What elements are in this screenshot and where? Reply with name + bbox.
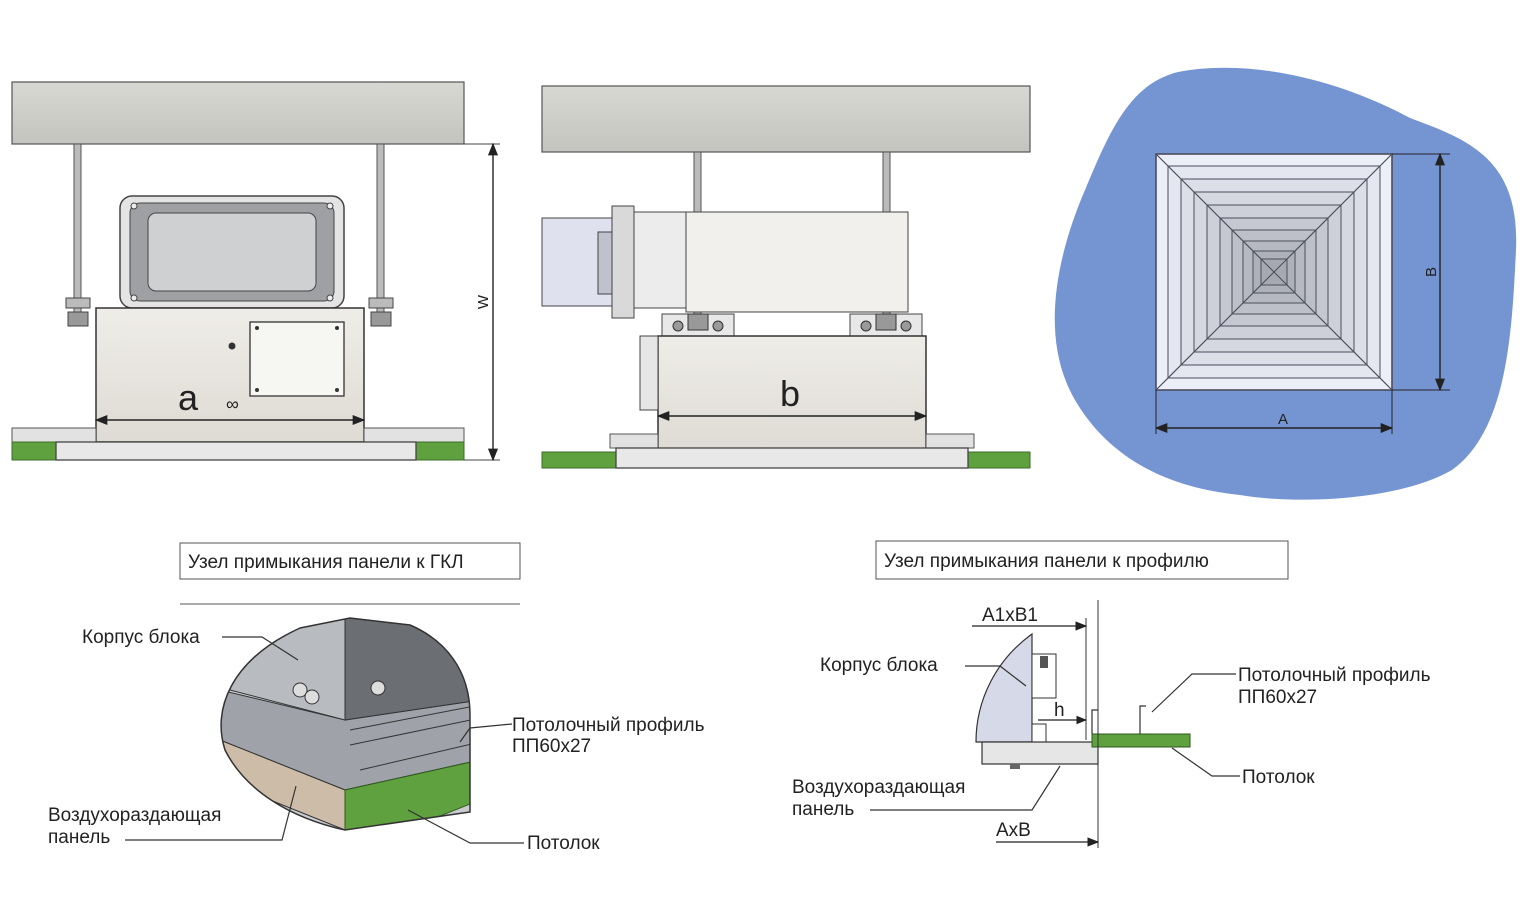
- profile-dim-axb: AxB: [996, 820, 1031, 841]
- front-duct-opening: [147, 212, 317, 292]
- gkl-label-profile-1: Потолочный профиль: [512, 715, 705, 736]
- front-ceiling-profile-right: [363, 427, 465, 443]
- grille-diagonal: [1155, 284, 1262, 391]
- profile-caption-box: [875, 540, 1289, 580]
- gkl-label-panel-1: Воздухораздающая: [48, 805, 221, 826]
- front-rod-right: [376, 143, 385, 320]
- gkl-label-body: Корпус блока: [82, 627, 200, 648]
- side-top-housing: [685, 211, 909, 313]
- front-connector-symbol: ∞: [226, 394, 239, 414]
- front-service-hatch: [249, 321, 345, 397]
- front-air-panel: [55, 441, 417, 461]
- profile-ceiling-green: [1091, 733, 1191, 748]
- grille-center-cross: [1260, 258, 1288, 286]
- grille-diagonal: [1286, 153, 1393, 260]
- profile-air-panel: [981, 741, 1099, 765]
- gkl-label-ceiling: Потолок: [527, 833, 600, 854]
- side-unit-body: [657, 335, 927, 451]
- side-duct-flange: [611, 205, 635, 319]
- profile-label-profile-1: Потолочный профиль: [1238, 665, 1431, 686]
- front-nut: [67, 311, 89, 327]
- side-ceiling-profile: [925, 433, 975, 449]
- top-grille: [1155, 153, 1393, 391]
- profile-dim-a1b1: A1xB1: [982, 605, 1038, 626]
- profile-label-panel-2: панель: [792, 799, 854, 820]
- front-dim-w-label: W: [475, 294, 492, 309]
- profile-dim-h: h: [1054, 700, 1065, 721]
- grille-diagonal: [1286, 284, 1393, 391]
- grille-diagonal: [1155, 153, 1262, 260]
- front-rod-left: [73, 143, 82, 320]
- side-air-panel: [615, 447, 969, 469]
- gkl-label-profile-2: ПП60х27: [512, 736, 591, 757]
- profile-label-body: Корпус блока: [820, 655, 938, 676]
- top-dim-a-label: A: [1278, 411, 1288, 428]
- top-dim-b-label: B: [1423, 267, 1440, 277]
- front-concrete-slab: [11, 81, 465, 145]
- front-ceiling-profile-left: [11, 427, 97, 443]
- front-nut: [370, 311, 392, 327]
- front-nut: [65, 297, 91, 309]
- side-concrete-slab: [541, 85, 1031, 153]
- gkl-label-panel-2: панель: [48, 827, 110, 848]
- profile-label-panel-1: Воздухораздающая: [792, 777, 965, 798]
- side-ceiling-profile: [609, 433, 659, 449]
- profile-label-profile-2: ПП60х27: [1238, 687, 1317, 708]
- top-view: B A: [1054, 67, 1517, 500]
- detail-profile: Узел примыкания панели к профилю A1xB1 h…: [792, 540, 1431, 848]
- side-view: b: [541, 85, 1031, 469]
- gkl-caption: Узел примыкания панели к ГКЛ: [188, 552, 464, 573]
- front-view: ∞ a W: [11, 81, 500, 462]
- detail-gkl: Узел примыкания панели к ГКЛ Корпус блок…: [48, 542, 705, 854]
- profile-caption: Узел примыкания панели к профилю: [884, 551, 1209, 572]
- profile-label-ceiling: Потолок: [1242, 767, 1315, 788]
- front-nut: [368, 297, 394, 309]
- front-dim-a-label: a: [178, 377, 199, 418]
- gkl-caption-box: [179, 542, 521, 580]
- side-dim-b-label: b: [780, 373, 800, 414]
- profile-unit-section: [975, 632, 1033, 743]
